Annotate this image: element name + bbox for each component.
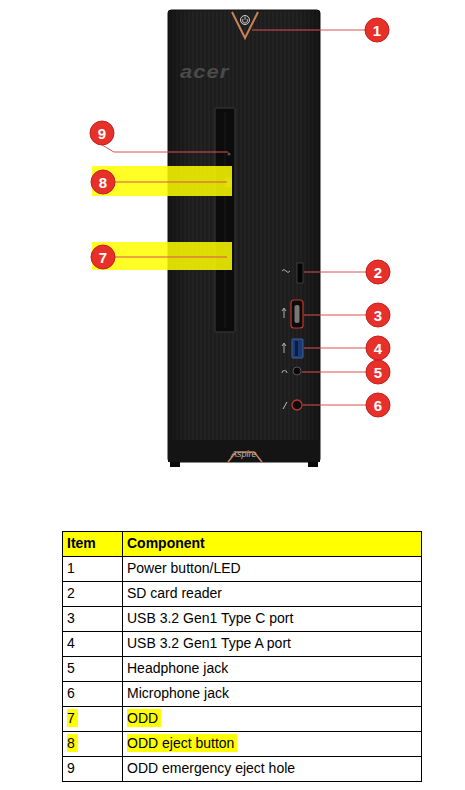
bottom-trim <box>168 440 320 462</box>
power-accent <box>232 12 258 38</box>
tower-shade <box>168 10 320 462</box>
usb-c-port <box>291 300 303 328</box>
table-header: Item <box>67 534 96 552</box>
table-rule <box>62 731 422 732</box>
usb-icon <box>282 343 286 353</box>
leader-line <box>304 348 366 349</box>
callout-number: 7 <box>90 244 116 270</box>
table-item-cell: 1 <box>67 559 75 577</box>
table-rule <box>62 656 422 657</box>
callout-number: 6 <box>365 392 391 418</box>
table-component-cell: ODD <box>127 709 161 727</box>
table-rule <box>62 606 422 607</box>
circle-shape <box>365 18 389 42</box>
tower-body <box>168 10 320 462</box>
table-component-cell: SD card reader <box>127 584 222 602</box>
headphone-jack <box>293 367 301 375</box>
table-rule <box>62 756 422 757</box>
callout-number: 9 <box>89 120 115 146</box>
sd-icon <box>282 270 290 273</box>
table-header: Component <box>127 534 205 552</box>
table-item-cell: 8 <box>67 734 78 752</box>
callout-circle: 6 <box>365 392 391 418</box>
table-item-cell: 3 <box>67 609 75 627</box>
table-item-cell: 4 <box>67 634 75 652</box>
table-item-cell: 9 <box>67 759 75 777</box>
leader-line <box>114 152 228 153</box>
callout-circle: 4 <box>365 335 391 361</box>
leader-line <box>304 272 366 273</box>
table-rule <box>62 706 422 707</box>
leader-line <box>115 257 227 258</box>
leader-line <box>303 405 366 406</box>
microphone-icon <box>283 402 287 409</box>
table-border <box>63 532 422 782</box>
microphone-jack <box>292 400 302 410</box>
callout-number: 8 <box>90 169 116 195</box>
table-rule <box>62 681 422 682</box>
table-rule <box>62 581 422 582</box>
leader-line <box>115 182 227 183</box>
leader-line <box>304 315 366 316</box>
usb-icon <box>282 308 286 318</box>
foot <box>170 462 180 467</box>
table-component-cell: Microphone jack <box>127 684 229 702</box>
callout-circle: 5 <box>365 359 391 385</box>
odd-tray <box>215 108 235 332</box>
callout-circle: 2 <box>365 259 391 285</box>
power-button <box>241 16 250 25</box>
highlight-mark <box>92 242 232 270</box>
leader-line <box>302 372 366 373</box>
callout-circle: 8 <box>90 169 116 195</box>
circle-shape <box>366 260 390 284</box>
table-header-fill <box>62 531 422 556</box>
power-icon <box>243 17 248 24</box>
headphone-icon <box>282 371 287 374</box>
odd-slot-line <box>225 112 226 328</box>
usb-c-tongue <box>295 305 300 323</box>
highlight-mark <box>92 166 232 196</box>
callout-circle: 3 <box>365 302 391 328</box>
circle-shape <box>366 360 390 384</box>
table-item-cell: 6 <box>67 684 75 702</box>
emergency-eject-hole <box>228 153 231 156</box>
callout-circle: 7 <box>90 244 116 270</box>
table-component-cell: ODD emergency eject hole <box>127 759 295 777</box>
table-component-cell: USB 3.2 Gen1 Type A port <box>127 634 291 652</box>
usb-a-tongue <box>295 341 298 356</box>
circle-shape <box>90 121 114 145</box>
circle-shape <box>366 393 390 417</box>
table-component-cell: USB 3.2 Gen1 Type C port <box>127 609 293 627</box>
table-rule <box>62 556 422 557</box>
circle-shape <box>366 303 390 327</box>
table-item-cell: 5 <box>67 659 75 677</box>
callout-circle: 9 <box>89 120 115 146</box>
leader-line <box>252 30 365 31</box>
usb-a-port <box>292 339 303 358</box>
table-component-cell: Headphone jack <box>127 659 228 677</box>
sd-slot <box>297 263 303 283</box>
table-item-cell: 7 <box>67 709 78 727</box>
table-item-cell: 2 <box>67 584 75 602</box>
brand-logo: acer <box>180 62 229 81</box>
circle-shape <box>91 170 115 194</box>
callout-circle: 1 <box>364 17 390 43</box>
callout-number: 3 <box>365 302 391 328</box>
leader-line <box>102 145 114 152</box>
callout-number: 5 <box>365 359 391 385</box>
foot <box>308 462 318 467</box>
circle-shape <box>366 336 390 360</box>
table-component-cell: Power button/LED <box>127 559 241 577</box>
model-name: Aspire <box>231 449 257 459</box>
circle-shape <box>91 245 115 269</box>
table-component-cell: ODD eject button <box>127 734 237 752</box>
callout-number: 1 <box>364 17 390 43</box>
callout-number: 4 <box>365 335 391 361</box>
table-rule <box>62 631 422 632</box>
callout-number: 2 <box>365 259 391 285</box>
